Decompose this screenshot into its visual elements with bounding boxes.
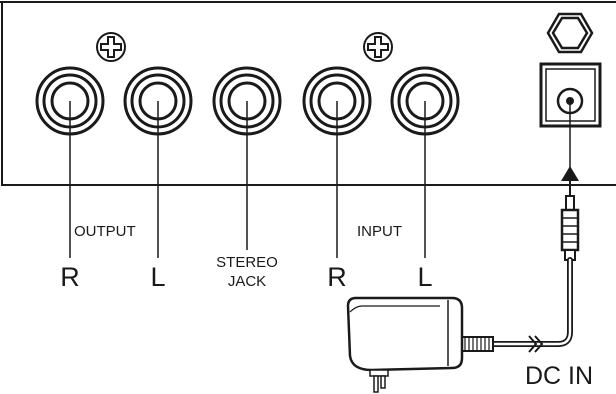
cable-strain-relief [461,337,493,351]
power-adapter-icon [348,298,462,392]
stereo-jack-label-line1: STEREO [216,254,278,271]
screw-right-icon [364,33,392,61]
hex-nut-icon [548,14,592,52]
input-r-label: R [327,262,347,292]
stereo-jack-label-line2: JACK [228,273,266,290]
device-panel [0,2,616,185]
output-label: OUTPUT [74,223,136,240]
output-r-label: R [60,262,80,292]
output-l-label: L [150,262,165,292]
input-l-label: L [417,262,432,292]
input-label: INPUT [357,223,402,240]
dc-plug-icon [562,196,578,260]
dc-in-label: DC IN [525,362,593,390]
power-cable [460,260,570,344]
screw-left-icon [97,33,125,61]
arrow-up-icon [561,166,579,181]
